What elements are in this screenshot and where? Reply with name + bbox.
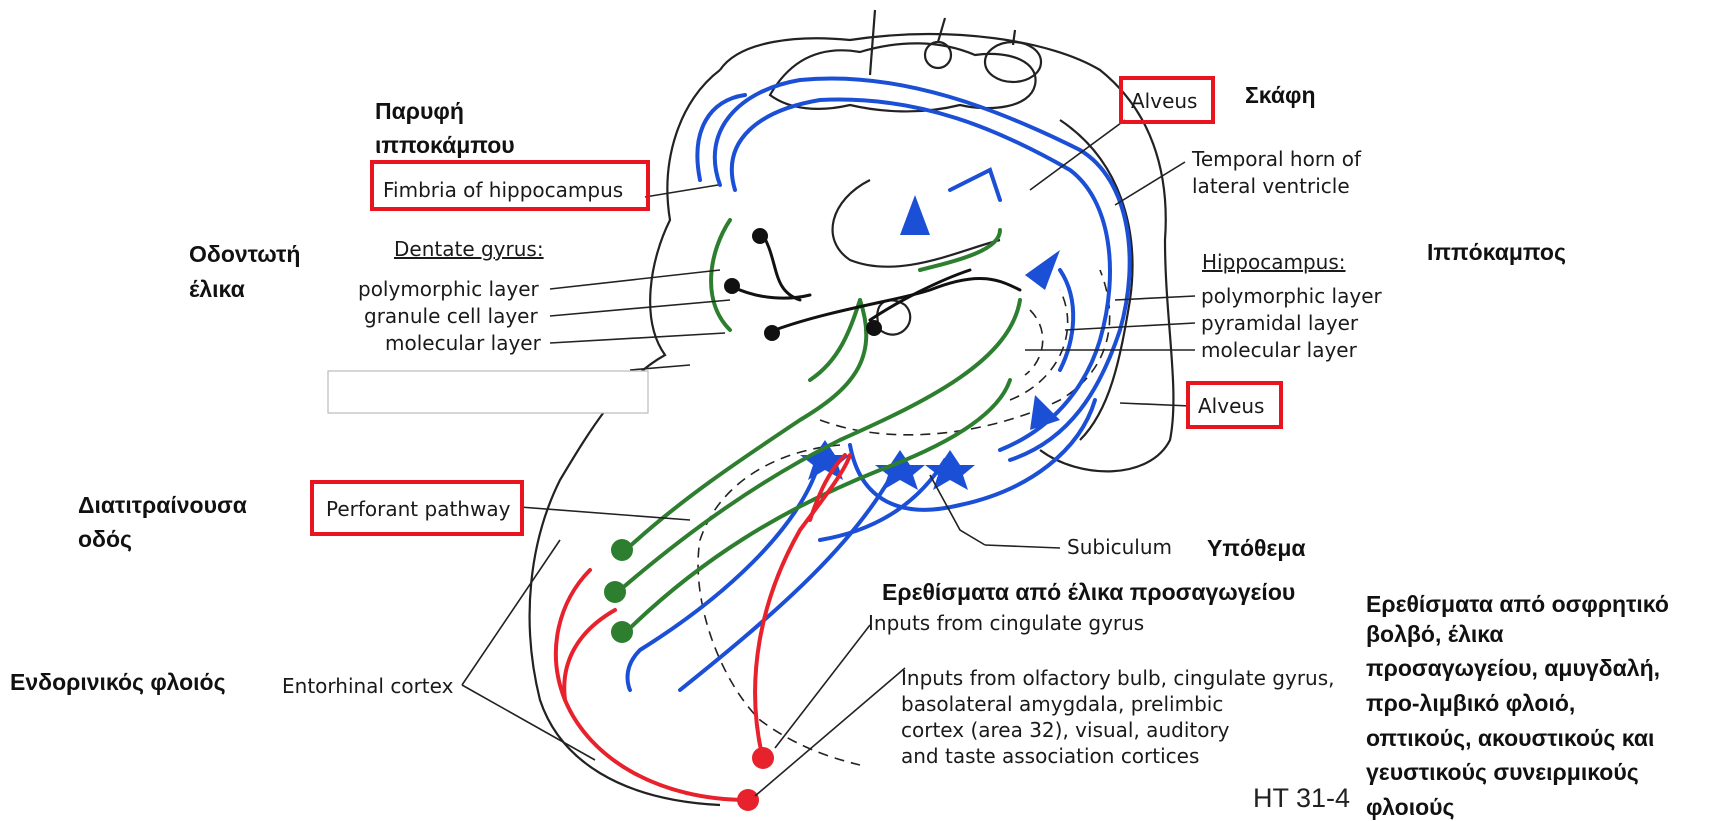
olf-gr-label-6: γευστικούς συνειρμικούς bbox=[1366, 759, 1639, 785]
olf-gr-label-2: βολβό, έλικα bbox=[1366, 621, 1504, 647]
endorinikos-label: Ενδορινικός φλοιός bbox=[10, 669, 226, 695]
olf-gr-label-4: προ-λιμβικό φλοιό, bbox=[1366, 690, 1575, 716]
dentate-title: Dentate gyrus: bbox=[394, 237, 544, 261]
odontoti-label-2: έλικα bbox=[189, 276, 245, 302]
ypothema-label: Υπόθεμα bbox=[1207, 535, 1306, 561]
perforant-label: Perforant pathway bbox=[326, 497, 511, 521]
olfactory-input-label-1: Inputs from olfactory bulb, cingulate gy… bbox=[901, 666, 1335, 690]
diatitr-label-2: οδός bbox=[78, 526, 132, 552]
olfactory-input-label-4: and taste association cortices bbox=[901, 744, 1199, 768]
reference-code: HT 31-4 bbox=[1253, 783, 1350, 813]
hippocampus-pyramidal-label: pyramidal layer bbox=[1201, 311, 1359, 335]
olfactory-input-label-2: basolateral amygdala, prelimbic bbox=[901, 692, 1223, 716]
entorhinal-green-cell bbox=[611, 621, 633, 643]
temporal-horn-label-1: Temporal horn of bbox=[1191, 147, 1362, 171]
olf-gr-label-3: προσαγωγείου, αμυγδαλή, bbox=[1366, 655, 1660, 681]
dentate-polymorphic-label: polymorphic layer bbox=[358, 277, 540, 301]
greek-labels: Παρυφή ιπποκάμπου Σκάφη Οδοντωτή έλικα Ι… bbox=[10, 82, 1669, 820]
subiculum-label: Subiculum bbox=[1067, 535, 1172, 559]
paryfi-label-1: Παρυφή bbox=[375, 98, 464, 124]
hippocampus-polymorphic-label: polymorphic layer bbox=[1201, 284, 1383, 308]
red-pathway bbox=[556, 455, 850, 811]
entorhinal-label: Entorhinal cortex bbox=[282, 674, 454, 698]
alveus-top-label: Alveus bbox=[1131, 89, 1197, 113]
paryfi-label-2: ιπποκάμπου bbox=[375, 132, 515, 158]
hippocampus-molecular-label: molecular layer bbox=[1201, 338, 1358, 362]
cingulate-input-label: Inputs from cingulate gyrus bbox=[868, 611, 1144, 635]
blank-label-box bbox=[328, 371, 648, 413]
dentate-neurons bbox=[724, 228, 1020, 341]
hippocampus-title: Hippocampus: bbox=[1202, 250, 1346, 274]
red-input-cell bbox=[752, 747, 774, 769]
odontoti-label-1: Οδοντωτή bbox=[189, 241, 300, 267]
olf-gr-label-7: φλοιούς bbox=[1366, 794, 1455, 820]
entorhinal-green-cell bbox=[604, 581, 626, 603]
red-input-cell bbox=[737, 789, 759, 811]
skafi-label: Σκάφη bbox=[1245, 82, 1316, 108]
dentate-molecular-label: molecular layer bbox=[385, 331, 542, 355]
subiculum-neuron bbox=[925, 450, 975, 490]
olf-gr-label-5: οπτικούς, ακουστικούς και bbox=[1366, 725, 1654, 751]
pyramidal-neuron bbox=[1025, 250, 1060, 290]
olfactory-input-label-3: cortex (area 32), visual, auditory bbox=[901, 718, 1230, 742]
temporal-horn-label-2: lateral ventricle bbox=[1192, 174, 1350, 198]
erethismata-cingulate-label: Ερεθίσματα από έλικα προσαγωγείου bbox=[882, 579, 1295, 605]
diatitr-label-1: Διατιτραίνουσα bbox=[78, 492, 247, 518]
pyramidal-neuron bbox=[900, 195, 930, 235]
fimbria-label: Fimbria of hippocampus bbox=[383, 178, 623, 202]
ippokampos-label: Ιππόκαμπος bbox=[1427, 239, 1566, 265]
dentate-granule-label: granule cell layer bbox=[364, 304, 538, 328]
olf-gr-label-1: Ερεθίσματα από οσφρητικό bbox=[1366, 591, 1669, 617]
entorhinal-green-cell bbox=[611, 539, 633, 561]
alveus-right-label: Alveus bbox=[1198, 394, 1264, 418]
